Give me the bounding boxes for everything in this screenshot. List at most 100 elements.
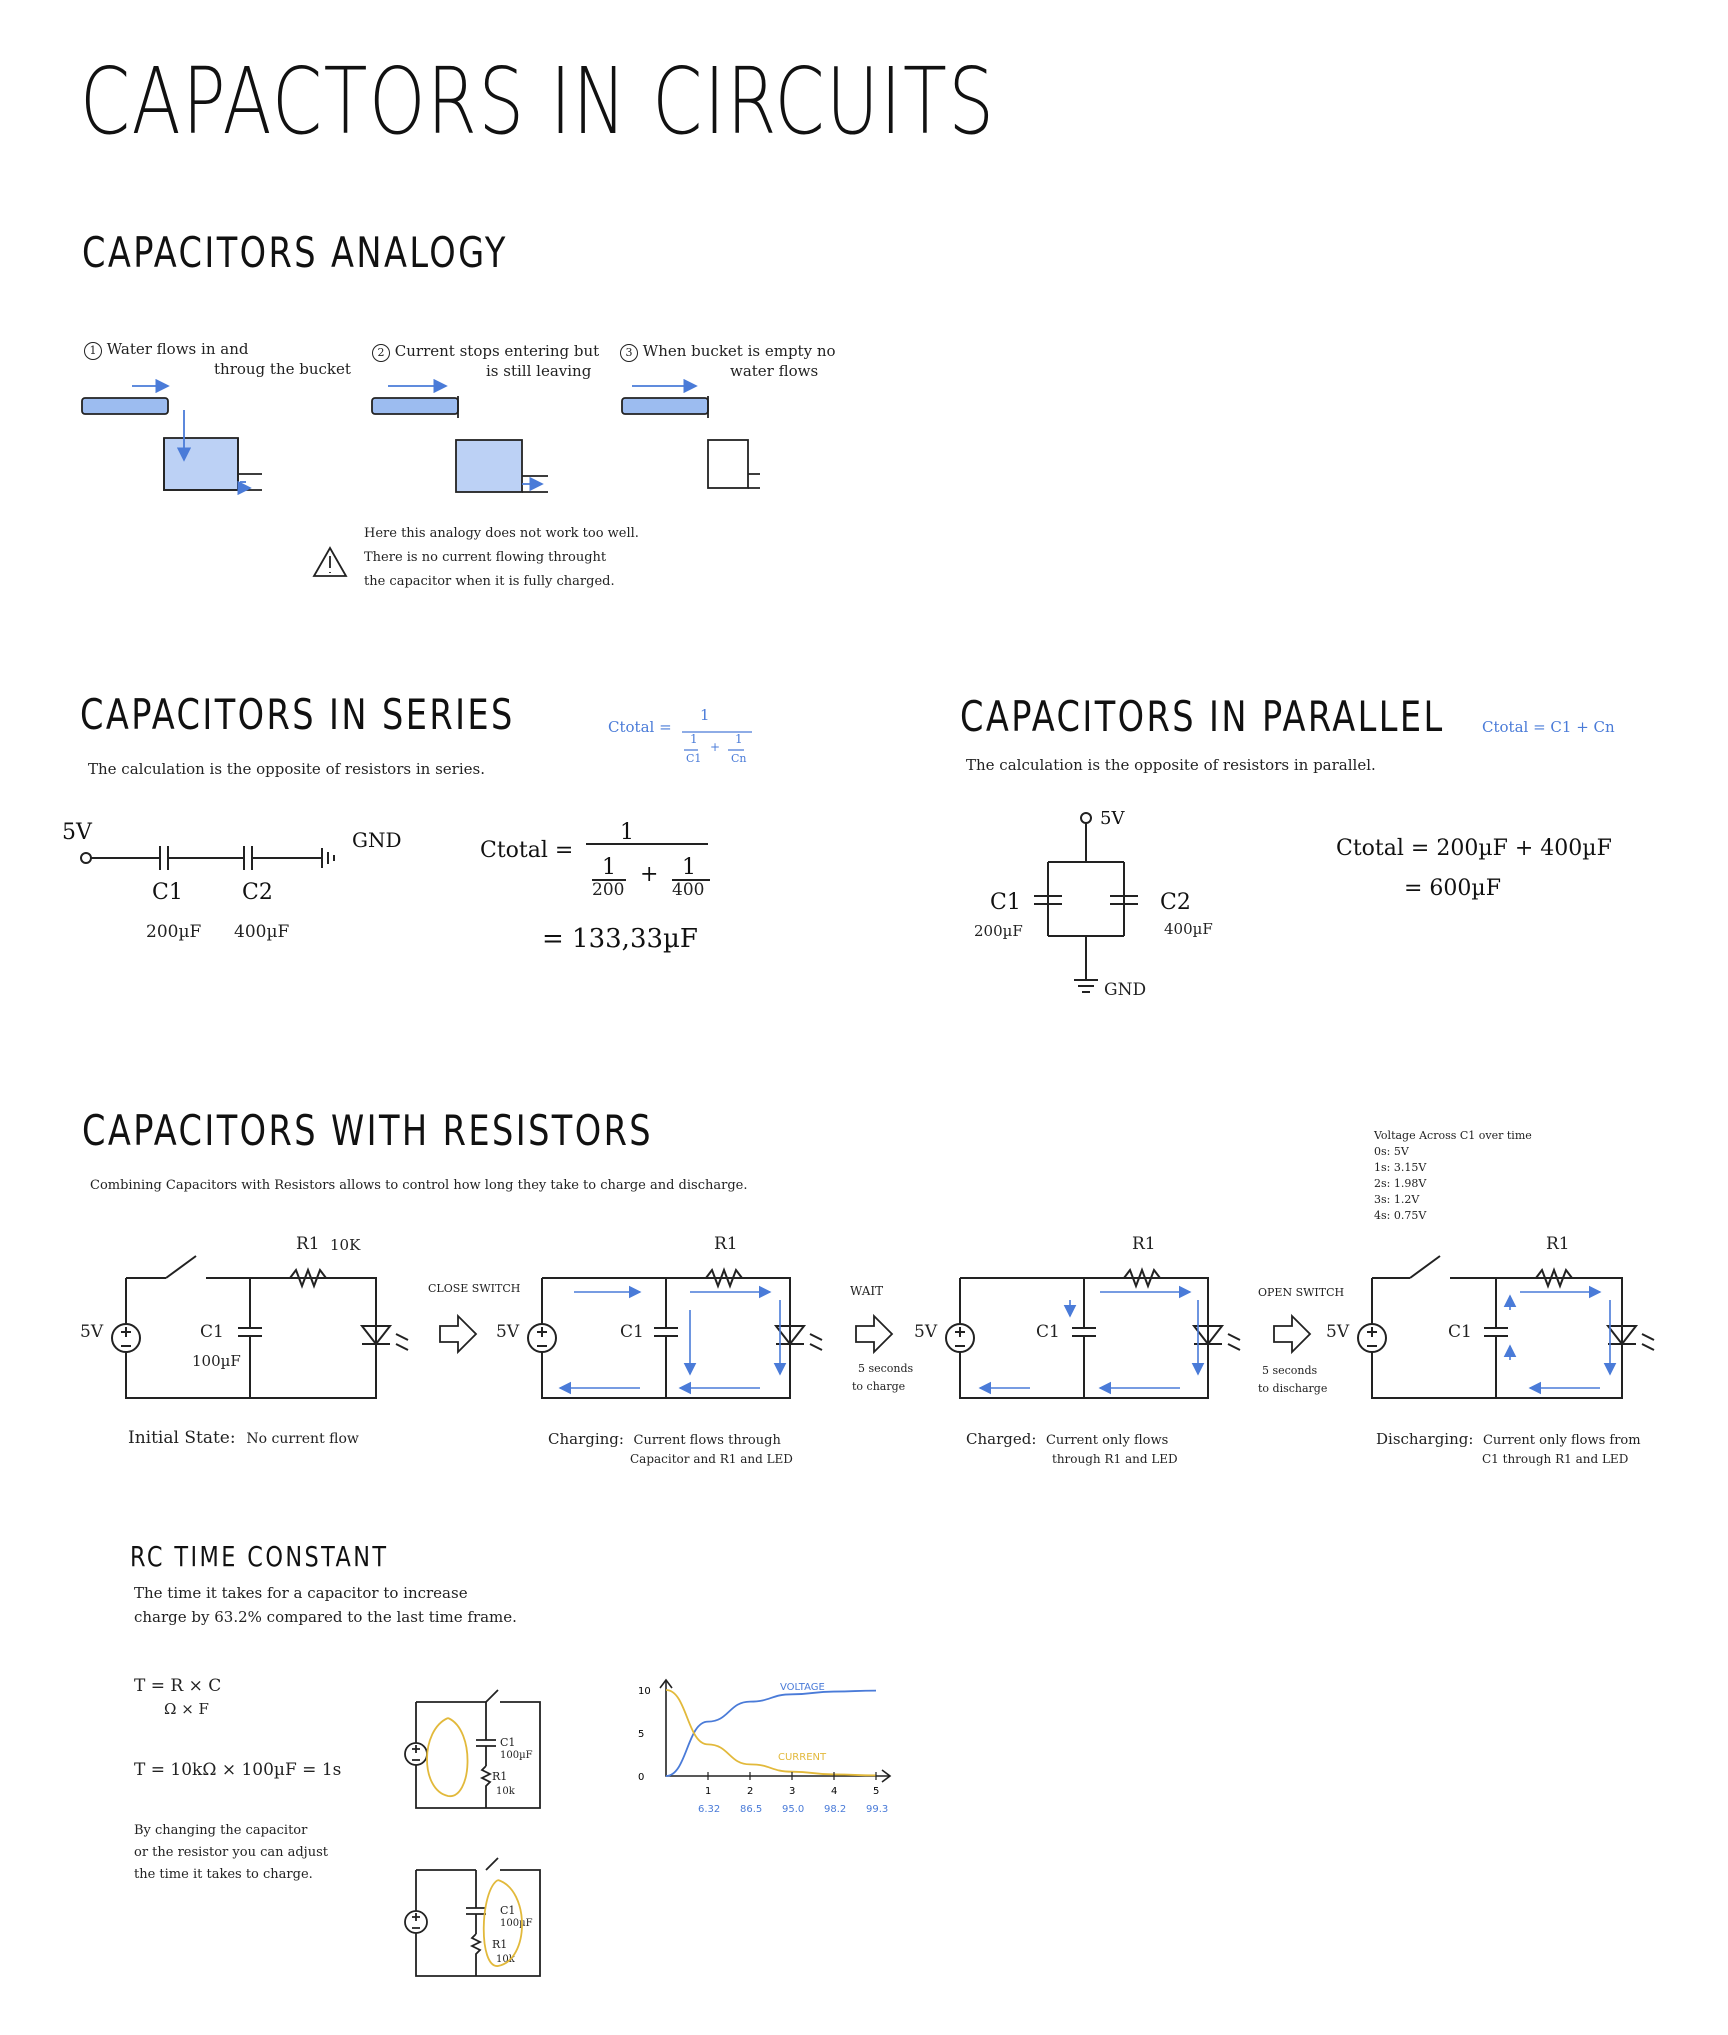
caption4-a: Discharging:: [1376, 1430, 1474, 1448]
warning-line1: Here this analogy does not work too well…: [364, 526, 639, 541]
y-tick-label: 10: [638, 1686, 651, 1697]
caption3-b: Current only flows: [1045, 1433, 1169, 1448]
parallel-c2-label: C2: [1160, 890, 1191, 915]
parallel-desc: The calculation is the opposite of resis…: [966, 756, 1376, 774]
parallel-circuit: [1034, 812, 1138, 993]
series-result: = 133,33µF: [542, 924, 698, 954]
rc2-r1: R1: [492, 1938, 508, 1951]
x-tick-label: 1: [705, 1786, 711, 1797]
rc-panel-2-currents: [558, 1285, 787, 1395]
rc-formula2: T = 10kΩ × 100µF = 1s: [134, 1760, 342, 1780]
series-heading: CAPACITORS IN SERIES: [80, 690, 515, 739]
warning-icon: [312, 546, 348, 577]
series-formula-t1d: C1: [686, 752, 702, 765]
series-calc-a-den: 200: [592, 880, 625, 900]
panel4-r1: R1: [1546, 1234, 1570, 1254]
rc-panel-3: [945, 1267, 1241, 1399]
panel1-c1-value: 100µF: [192, 1352, 241, 1370]
rc1-r1: R1: [492, 1770, 508, 1783]
x-tick-label: 5: [873, 1786, 879, 1797]
panel3-r1: R1: [1132, 1234, 1156, 1254]
step2-line1: Current stops entering but: [394, 342, 600, 360]
rc-heading: RC TIME CONSTANT: [130, 1540, 389, 1573]
series-calc-plus: +: [640, 862, 659, 887]
rc-circuit-1: [404, 1689, 541, 1809]
panel2-r1: R1: [714, 1234, 738, 1254]
rc1-c1: C1: [500, 1736, 516, 1749]
voltage-note-title: Voltage Across C1 over time: [1374, 1129, 1532, 1142]
parallel-calc2: = 600µF: [1404, 876, 1501, 901]
panel2-source: 5V: [496, 1322, 520, 1342]
wait-sub1: 5 seconds: [858, 1362, 914, 1375]
step-wait: WAIT: [850, 1284, 884, 1298]
series-formula-t2n: 1: [735, 732, 743, 746]
caption2-a: Charging:: [548, 1430, 624, 1448]
rc-note: By changing the capacitor or the resisto…: [134, 1820, 328, 1886]
caption3-c: through R1 and LED: [1052, 1452, 1178, 1466]
rc1-r1-value: 10k: [496, 1786, 515, 1797]
series-formula-lines: [682, 731, 752, 751]
caption2-b: Current flows through: [633, 1433, 781, 1448]
series-label-voltage: VOLTAGE: [780, 1682, 825, 1693]
voltage-note: Voltage Across C1 over time 0s: 5V 1s: 3…: [1374, 1128, 1532, 1224]
analogy-step3: 3 When bucket is empty no: [620, 342, 836, 362]
rc-note2: or the resistor you can adjust: [134, 1845, 328, 1860]
panel4-source: 5V: [1326, 1322, 1350, 1342]
series-calc-b-den: 400: [672, 880, 705, 900]
voltage-note-row: 3s: 1.2V: [1374, 1193, 1420, 1206]
rc2-c1: C1: [500, 1904, 516, 1917]
resistors-heading: CAPACITORS WITH RESISTORS: [82, 1106, 654, 1155]
x-tick-label: 4: [831, 1786, 837, 1797]
step1-line1: Water flows in and: [106, 340, 249, 358]
series-formula-t1n: 1: [690, 732, 698, 746]
x-tick-label: 2: [747, 1786, 753, 1797]
value-label: 98.2: [824, 1804, 846, 1815]
panel4-c1: C1: [1448, 1322, 1472, 1342]
series-line-voltage: [665, 1689, 877, 1777]
value-label: 95.0: [782, 1804, 804, 1815]
series-circuit: [80, 846, 335, 870]
step3-line2: water flows: [730, 362, 819, 380]
series-c1-value: 200µF: [146, 922, 202, 942]
voltage-note-row: 0s: 5V: [1374, 1145, 1409, 1158]
rc-circuit-2: [404, 1857, 541, 1977]
rc-circuit-2-current-loop: [482, 1879, 523, 1967]
parallel-calc1: Ctotal = 200µF + 400µF: [1336, 836, 1612, 861]
parallel-formula: Ctotal = C1 + Cn: [1482, 718, 1615, 736]
rc-panel-1: [111, 1255, 409, 1399]
panel1-r1-value: 10K: [330, 1236, 361, 1254]
caption4-c: C1 through R1 and LED: [1482, 1452, 1629, 1466]
series-c2-label: C2: [242, 880, 273, 905]
voltage-note-row: 2s: 1.98V: [1374, 1177, 1427, 1190]
caption1-b: No current flow: [246, 1431, 359, 1447]
series-line-current: [665, 1689, 877, 1777]
rc-desc1: The time it takes for a capacitor to inc…: [134, 1584, 468, 1602]
analogy-illustration-3: [621, 378, 760, 489]
parallel-c2-value: 400µF: [1164, 920, 1213, 938]
series-formula-plus: +: [710, 740, 721, 754]
rc-panel-2: [527, 1267, 823, 1399]
series-c1-label: C1: [152, 880, 183, 905]
rc-note1: By changing the capacitor: [134, 1823, 308, 1838]
warning-line3: the capacitor when it is fully charged.: [364, 574, 615, 589]
y-tick-label: 0: [638, 1772, 644, 1783]
panel1-source: 5V: [80, 1322, 104, 1342]
series-gnd-label: GND: [352, 828, 402, 852]
analogy-step1: 1 Water flows in and: [84, 340, 248, 360]
rc1-c1-value: 100µF: [500, 1750, 533, 1761]
x-tick-label: 3: [789, 1786, 795, 1797]
caption2-c: Capacitor and R1 and LED: [630, 1452, 793, 1466]
panel1-r1: R1: [296, 1234, 320, 1254]
series-desc: The calculation is the opposite of resis…: [88, 760, 485, 778]
parallel-c1-value: 200µF: [974, 922, 1023, 940]
caption4: Discharging: Current only flows from: [1376, 1430, 1641, 1448]
series-formula-num: 1: [700, 706, 710, 724]
rc-circuit-1-current-loop: [426, 1717, 469, 1797]
analogy-step2: 2 Current stops entering but: [372, 342, 599, 362]
step-arrows: [439, 1313, 1312, 1355]
step3-line1: When bucket is empty no: [642, 342, 836, 360]
series-calc-lhs: Ctotal =: [480, 838, 574, 863]
panel3-c1: C1: [1036, 1322, 1060, 1342]
step1-number: 1: [84, 342, 102, 360]
series-calc-num: 1: [620, 820, 634, 845]
